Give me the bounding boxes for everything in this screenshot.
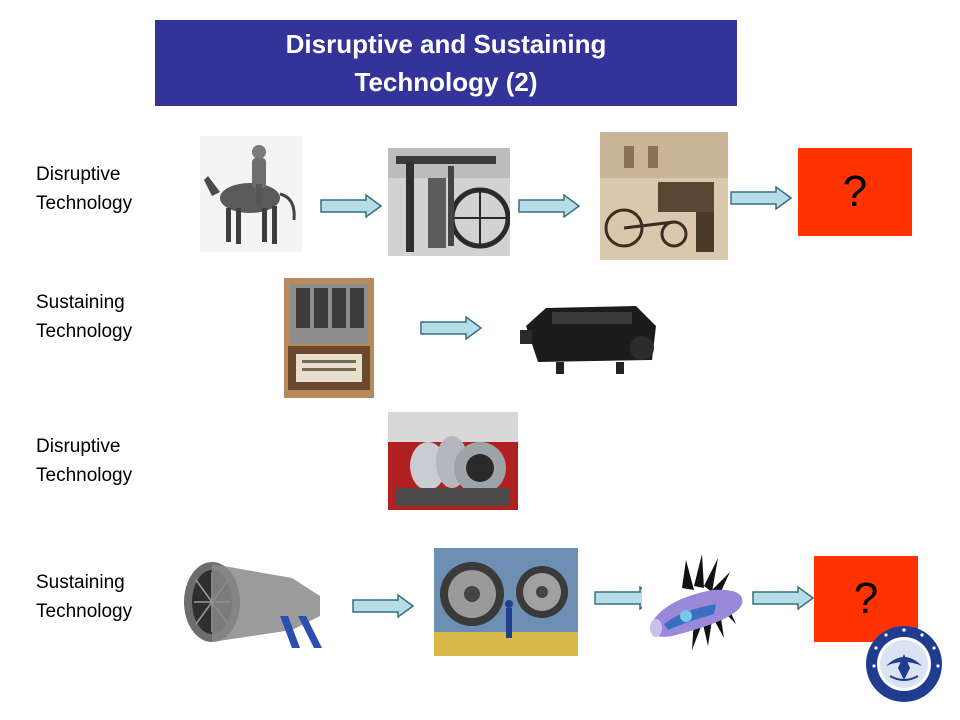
title-line-1: Disruptive and Sustaining [285,29,607,59]
row-label-disruptive-2: Disruptive Technology [36,436,133,486]
arrow-right-icon [730,186,792,210]
turbofan-engine-photo [180,556,328,654]
early-automobile-workshop-photo [600,132,728,260]
turbofan-engines-factory-photo [434,548,578,656]
row-label-sustaining-1: Sustaining Technology [36,292,133,342]
early-jet-engine-photo [388,412,518,510]
arrow-right-icon [320,194,382,218]
row-label-sustaining-2: Sustaining Technology [36,572,133,622]
arrow-right-icon [518,194,580,218]
arrow-right-icon [352,594,414,618]
slide-title: Disruptive and Sustaining Technology (2) [155,20,737,106]
aero-piston-engine-photo [516,286,662,378]
title-line-2: Technology (2) [354,67,538,97]
horse-rider-photo [200,136,302,252]
arrow-right-icon [420,316,482,340]
arrow-right-icon [752,586,814,610]
unknown-future-technology-box: ? [798,148,912,236]
early-piston-engine-photo [284,278,374,398]
row-label-disruptive-1: Disruptive Technology [36,164,133,214]
steam-engine-photo [388,148,510,256]
royal-aeronautical-society-seal-logo [864,624,944,704]
open-rotor-engine-render [642,550,750,658]
